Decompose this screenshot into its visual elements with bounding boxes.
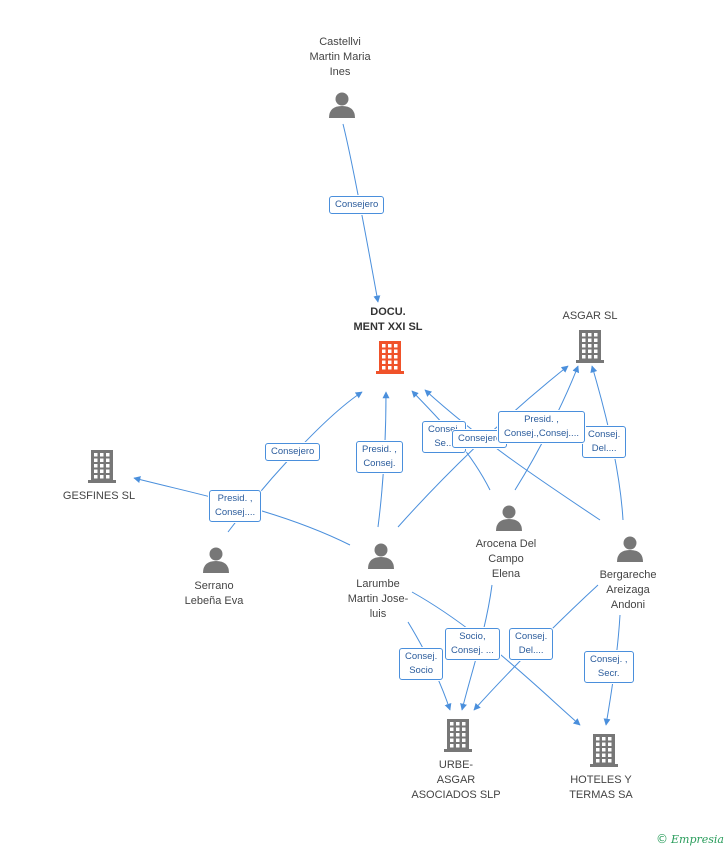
edge-label-bergareche-asgar[interactable]: Consej. Del....: [582, 426, 627, 458]
node-label-bergareche[interactable]: Bergareche Areizaga Andoni: [599, 569, 657, 611]
edge-larumbe-asgar: [397, 365, 569, 528]
copyright-icon: ©: [656, 832, 668, 846]
node-label-asgar[interactable]: ASGAR SL: [562, 310, 618, 322]
edge-label-bergareche-hoteles[interactable]: Consej. , Secr.: [584, 651, 634, 683]
edge-label-larumbe-urbe[interactable]: Consej. Socio: [399, 648, 444, 680]
node-label-arocena[interactable]: Arocena Del Campo Elena: [475, 538, 537, 580]
brand-name: Empresia: [671, 833, 724, 846]
node-label-hoteles[interactable]: HOTELES Y TERMAS SA: [569, 774, 633, 801]
node-label-urbe[interactable]: URBE- ASGAR ASOCIADOS SLP: [411, 759, 501, 801]
edge-label-larumbe-gesfines[interactable]: Presid. , Consej....: [209, 490, 262, 522]
edge-label-larumbe-docu[interactable]: Presid. , Consej.: [356, 441, 403, 473]
edge-bergareche-docu: [424, 389, 601, 521]
node-label-docu[interactable]: DOCU. MENT XXI SL: [353, 306, 423, 333]
edge-label-bergareche-urbe[interactable]: Consej. Del....: [509, 628, 554, 660]
edge-label-arocena-urbe[interactable]: Socio, Consej. ...: [445, 628, 500, 660]
person-icon-larumbe: [368, 543, 394, 569]
edge-label-arocena-asgar[interactable]: Presid. , Consej.,Consej....: [498, 411, 585, 443]
person-icon-bergareche: [617, 536, 643, 562]
node-label-gesfines[interactable]: GESFINES SL: [62, 490, 136, 502]
edge-label-castellvi-docu[interactable]: Consejero: [329, 196, 385, 214]
edge-label-arocena-docu-b[interactable]: Consejero: [452, 430, 508, 448]
brand-footer[interactable]: ©Empresia: [656, 832, 724, 846]
building-windows: [94, 333, 612, 763]
node-label-castellvi[interactable]: Castellvi Martin Maria Ines: [309, 36, 371, 78]
person-icon-serrano: [203, 547, 229, 573]
person-icon-castellvi: [329, 92, 355, 118]
person-icon-arocena: [496, 505, 522, 531]
edge-label-serrano-docu[interactable]: Consejero: [265, 443, 321, 461]
node-label-serrano[interactable]: Serrano Lebeña Eva: [184, 580, 244, 607]
edge-larumbe-hoteles: [411, 591, 581, 726]
node-label-larumbe[interactable]: Larumbe Martin Jose- luis: [347, 578, 409, 620]
